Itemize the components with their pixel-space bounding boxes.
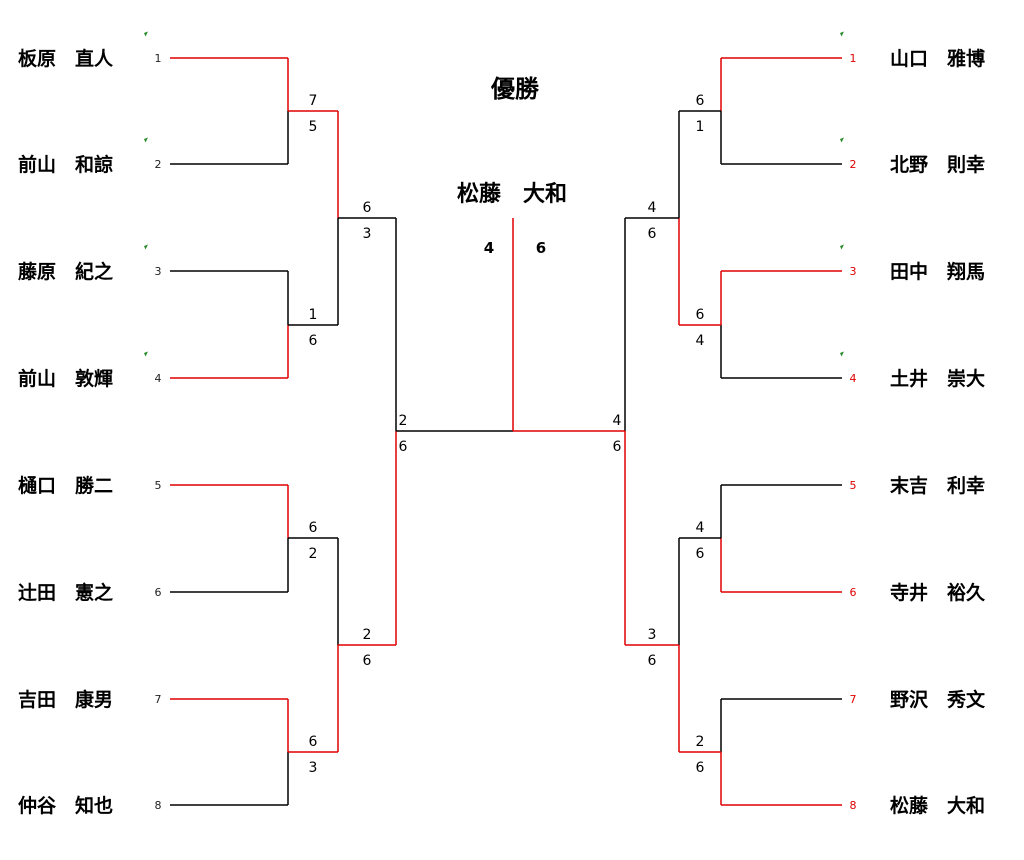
right-score-top: 4 — [648, 200, 657, 216]
left-score-top: 1 — [309, 307, 318, 323]
right-seed-number: 1 — [850, 52, 857, 65]
left-player-marker — [144, 351, 148, 357]
left-score-bottom: 6 — [399, 439, 408, 455]
right-seed-number: 2 — [850, 158, 857, 171]
left-score-top: 7 — [309, 93, 318, 109]
left-seed-number: 6 — [155, 586, 162, 599]
left-player-name: 吉田 康男 — [18, 688, 113, 711]
left-seed-number: 2 — [155, 158, 162, 171]
right-player-marker — [840, 244, 844, 250]
right-seed-number: 8 — [850, 799, 857, 812]
left-score-top: 6 — [309, 734, 318, 750]
bracket-labels: 板原 直人 1 前山 和諒 2 藤原 紀之 3 前山 敦輝 4 樋口 勝二 5 辻田 憲之 6 吉田 康… — [18, 47, 986, 817]
right-seed-number: 5 — [850, 479, 857, 492]
left-seed-number: 8 — [155, 799, 162, 812]
right-player-name: 松藤 大和 — [890, 794, 985, 817]
left-seed-number: 4 — [155, 372, 162, 385]
right-player-name: 北野 則幸 — [890, 154, 985, 176]
left-seed-number: 1 — [155, 52, 162, 65]
left-player-name: 前山 和諒 — [18, 153, 113, 176]
left-seed-number: 7 — [155, 693, 162, 706]
right-player-name: 土井 崇大 — [890, 367, 985, 390]
left-score-top: 6 — [309, 520, 318, 536]
right-seed-number: 7 — [850, 693, 857, 706]
right-player-name: 野沢 秀文 — [890, 688, 986, 711]
left-player-marker — [144, 137, 148, 143]
final-right-score: 6 — [536, 239, 546, 257]
right-player-name: 山口 雅博 — [890, 47, 985, 70]
right-score-top: 6 — [696, 93, 705, 109]
left-player-name: 前山 敦輝 — [18, 367, 113, 390]
final-left-score: 4 — [484, 239, 494, 257]
left-seed-number: 5 — [155, 479, 162, 492]
left-score-top: 6 — [363, 200, 372, 216]
left-player-marker — [144, 31, 148, 37]
left-player-marker — [144, 244, 148, 250]
left-score-bottom: 3 — [309, 760, 318, 776]
right-score-top: 6 — [696, 307, 705, 323]
right-player-name: 寺井 裕久 — [890, 581, 986, 604]
right-score-bottom: 1 — [696, 119, 705, 135]
right-player-name: 末吉 利幸 — [890, 474, 985, 497]
right-score-bottom: 6 — [648, 226, 657, 242]
champion-name: 松藤 大和 — [457, 181, 567, 207]
right-score-bottom: 6 — [696, 546, 705, 562]
bracket-lines — [144, 31, 844, 806]
left-score-bottom: 3 — [363, 226, 372, 242]
right-player-marker — [840, 31, 844, 37]
right-score-top: 2 — [696, 734, 705, 750]
left-player-name: 樋口 勝二 — [18, 474, 113, 497]
left-score-bottom: 6 — [309, 333, 318, 349]
right-player-marker — [840, 351, 844, 357]
right-score-top: 4 — [613, 413, 622, 429]
left-score-top: 2 — [363, 627, 372, 643]
right-score-bottom: 4 — [696, 333, 705, 349]
right-score-bottom: 6 — [696, 760, 705, 776]
left-score-top: 2 — [399, 413, 408, 429]
right-score-top: 3 — [648, 627, 657, 643]
right-score-top: 4 — [696, 520, 705, 536]
right-score-bottom: 6 — [648, 653, 657, 669]
right-player-marker — [840, 137, 844, 143]
left-score-bottom: 6 — [363, 653, 372, 669]
right-seed-number: 6 — [850, 586, 857, 599]
right-player-name: 田中 翔馬 — [890, 260, 985, 283]
left-player-name: 藤原 紀之 — [18, 260, 113, 283]
left-score-bottom: 2 — [309, 546, 318, 562]
right-score-bottom: 6 — [613, 439, 622, 455]
right-seed-number: 3 — [850, 265, 857, 278]
left-score-bottom: 5 — [309, 119, 318, 135]
right-seed-number: 4 — [850, 372, 857, 385]
champion-title: 優勝 — [490, 75, 540, 103]
left-player-name: 板原 直人 — [18, 47, 114, 70]
left-seed-number: 3 — [155, 265, 162, 278]
left-player-name: 仲谷 知也 — [18, 794, 113, 817]
left-player-name: 辻田 憲之 — [18, 581, 113, 604]
